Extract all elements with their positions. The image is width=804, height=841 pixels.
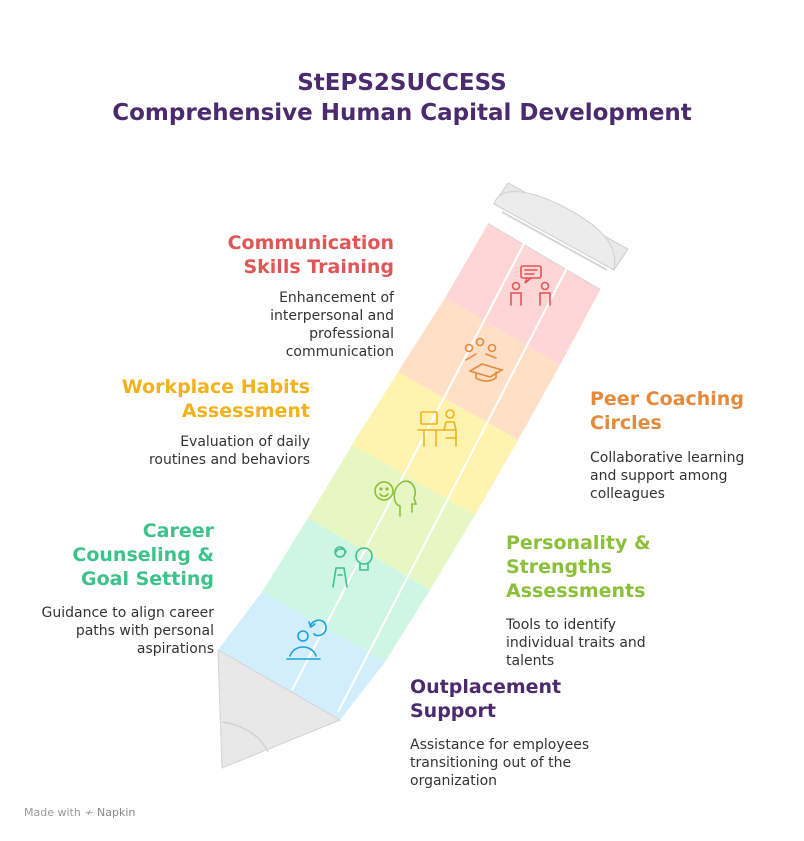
head-smile-icon (374, 480, 418, 517)
title-line: Workplace Habits (121, 376, 310, 398)
desc-line: and support among (590, 468, 728, 484)
watermark-brand: Napkin (97, 806, 136, 819)
desc-line: interpersonal and (270, 308, 394, 324)
band-personality (308, 445, 475, 590)
title-line: Support (410, 700, 496, 722)
pencil-cap (493, 191, 616, 271)
title-line: Peer Coaching (590, 388, 744, 410)
desc-line: Enhancement of (279, 290, 394, 306)
title-line: Personality & (506, 532, 651, 554)
desc-line: professional (309, 326, 394, 342)
title-line: Circles (590, 412, 662, 434)
step-peer-desc: Collaborative learning and support among… (590, 449, 800, 503)
watermark: Made with ≁ Napkin (24, 806, 135, 819)
title-line: Skills Training (243, 256, 394, 278)
title-line: Communication (227, 232, 394, 254)
desc-line: colleagues (590, 486, 665, 502)
title-line: Goal Setting (81, 568, 214, 590)
title-line: Career (142, 520, 214, 542)
title-line: Assessments (506, 580, 646, 602)
band-communication (445, 224, 600, 365)
step-communication-title: Communication Skills Training (150, 231, 394, 279)
step-workplace-title: Workplace Habits Assessment (70, 375, 310, 423)
step-peer-title: Peer Coaching Circles (590, 387, 790, 435)
title-line: Strengths (506, 556, 613, 578)
desc-line: Assistance for employees (410, 737, 590, 753)
step-career-title: Career Counseling & Goal Setting (20, 519, 214, 591)
desc-line: communication (285, 344, 394, 360)
watermark-prefix: Made with (24, 806, 81, 819)
step-workplace-desc: Evaluation of daily routines and behavio… (70, 433, 310, 469)
person-transition-icon (286, 619, 327, 660)
band-peer (398, 298, 560, 440)
desc-line: Guidance to align career (41, 605, 215, 621)
person-lightbulb-icon (332, 546, 373, 588)
band-outplacement (218, 592, 385, 720)
desc-line: Collaborative learning (590, 450, 745, 466)
title-line-2: Comprehensive Human Capital Development (112, 100, 692, 126)
desc-line: Evaluation of daily (180, 434, 310, 450)
desc-line: transitioning out of the (410, 755, 572, 771)
desc-line: talents (506, 653, 555, 669)
person-desk-icon (417, 409, 457, 447)
band-workplace (352, 372, 518, 515)
title-line: Assessment (181, 400, 310, 422)
step-personality-title: Personality & Strengths Assessments (506, 531, 706, 603)
desc-line: paths with personal (75, 623, 214, 639)
title-line: Counseling & (72, 544, 214, 566)
desc-line: individual traits and (506, 635, 646, 651)
band-career (262, 518, 430, 662)
step-career-desc: Guidance to align career paths with pers… (14, 604, 215, 658)
graduation-group-icon (464, 337, 504, 382)
step-outplacement-title: Outplacement Support (410, 675, 610, 723)
step-communication-desc: Enhancement of interpersonal and profess… (150, 289, 394, 361)
step-personality-desc: Tools to identify individual traits and … (506, 616, 706, 670)
title-line-1: StEPS2SUCCESS (297, 70, 507, 96)
desc-line: aspirations (136, 641, 214, 657)
people-chat-icon (510, 265, 551, 306)
napkin-logo-icon: ≁ (84, 806, 94, 819)
desc-line: organization (410, 773, 498, 789)
title-line: Outplacement (410, 676, 562, 698)
step-outplacement-desc: Assistance for employees transitioning o… (410, 736, 630, 790)
desc-line: routines and behaviors (148, 452, 310, 468)
desc-line: Tools to identify (506, 617, 617, 633)
